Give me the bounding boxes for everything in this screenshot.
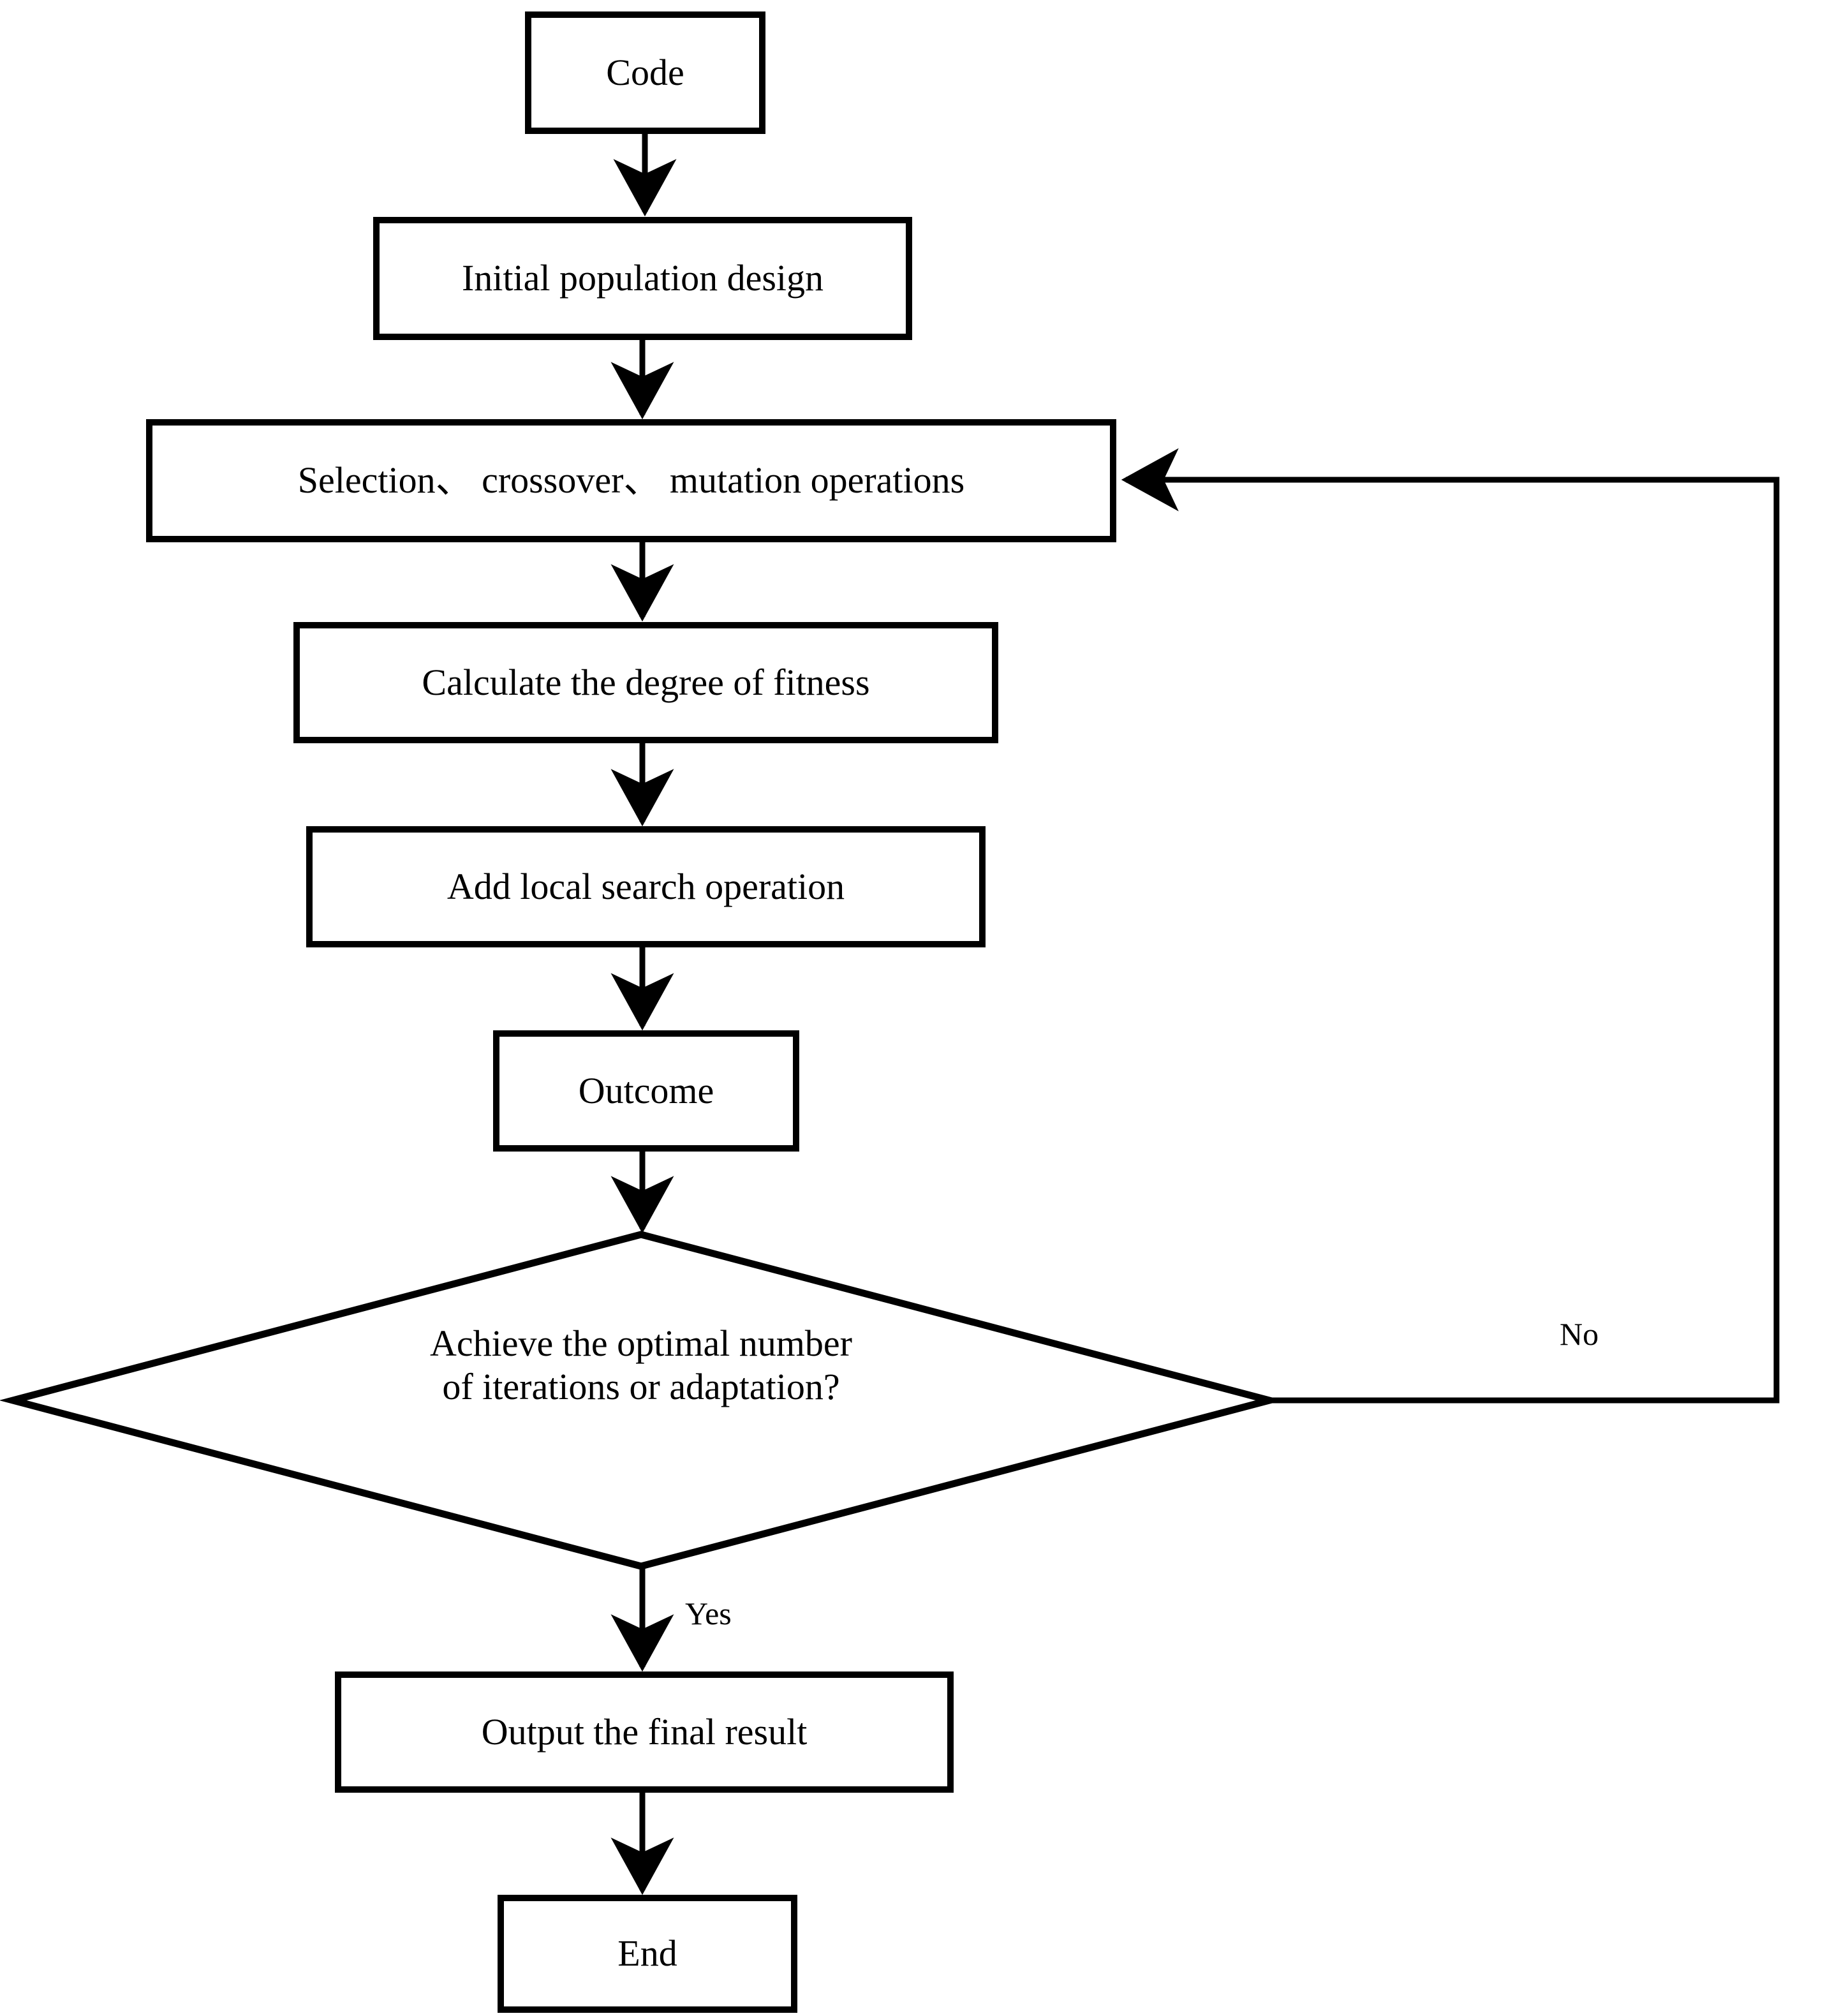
edge-label-no: No — [1560, 1316, 1599, 1352]
node-outcome-shape[interactable] — [493, 1030, 799, 1152]
edge-decision-no-feedback-to-genetic-operations — [1121, 448, 1780, 1404]
connector-arrows — [610, 131, 1780, 1895]
node-output-result-shape[interactable] — [335, 1671, 954, 1793]
node-code-shape[interactable] — [525, 11, 765, 134]
node-end-shape[interactable] — [498, 1895, 797, 2013]
node-initial-population-shape[interactable] — [373, 217, 912, 340]
node-calculate-fitness-shape[interactable] — [293, 622, 998, 743]
node-genetic-operations-shape[interactable] — [146, 419, 1116, 542]
node-decision-shape[interactable] — [0, 1231, 1283, 1570]
node-local-search-shape[interactable] — [306, 826, 986, 947]
node-shapes — [0, 11, 1283, 2013]
edge-label-yes: Yes — [685, 1596, 732, 1631]
